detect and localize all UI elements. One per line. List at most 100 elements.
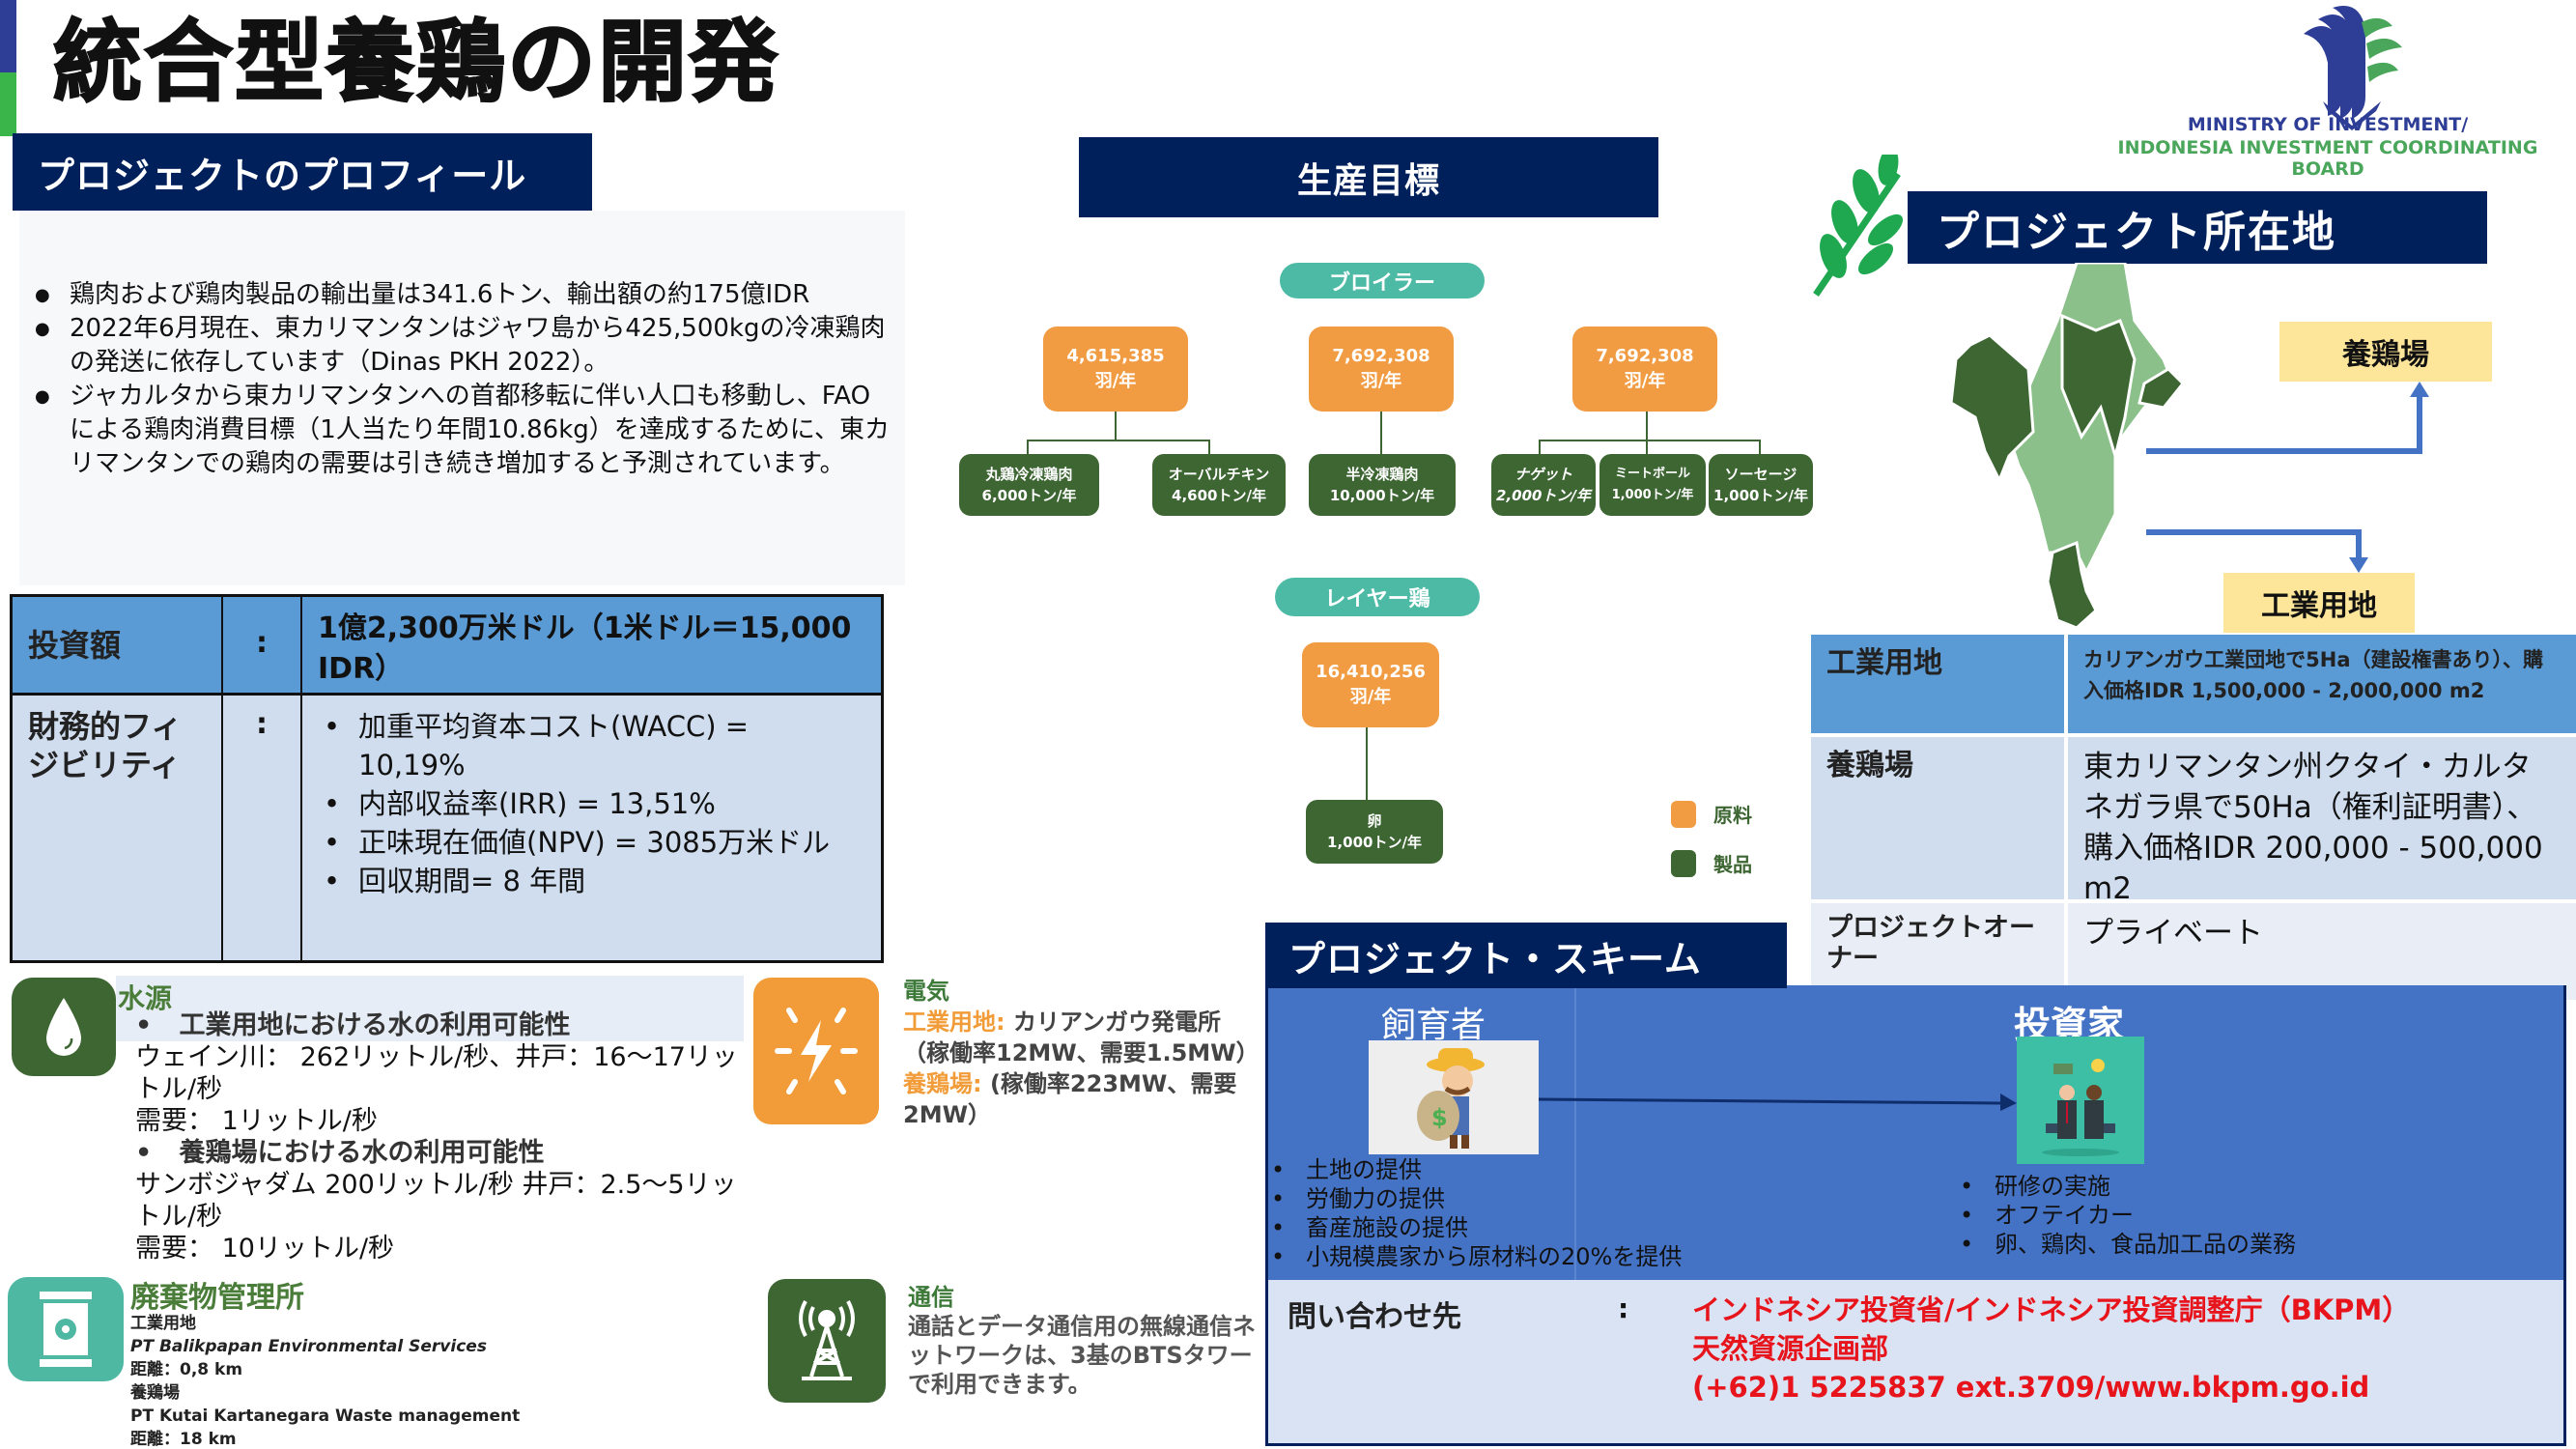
breeder-title: 飼育者 bbox=[1381, 1006, 1486, 1045]
breeder-item: 小規模農家から原材料の20%を提供 bbox=[1267, 1242, 1682, 1271]
east-kalimantan-map bbox=[1949, 263, 2186, 630]
contact-label: 問い合わせ先 bbox=[1288, 1300, 1461, 1334]
waste-line: 距離：0,8 km bbox=[130, 1360, 243, 1379]
waste-barrel-icon bbox=[8, 1277, 124, 1381]
feasibility-item-payback: 回収期間= 8 年間 bbox=[318, 862, 865, 900]
connector-line bbox=[1539, 440, 1759, 441]
waste-title: 廃棄物管理所 bbox=[130, 1281, 304, 1315]
contact-org: インドネシア投資省/インドネシア投資調整庁（BKPM） bbox=[1692, 1293, 2411, 1326]
breeder-list: 土地の提供 労働力の提供 畜産施設の提供 小規模農家から原材料の20%を提供 bbox=[1267, 1155, 1682, 1271]
waste-line: 養鶏場 bbox=[130, 1383, 180, 1403]
page-title: 統合型養鶏の開発 bbox=[52, 10, 780, 115]
waste-line: PT Kutai Kartanegara Waste management bbox=[130, 1406, 521, 1426]
feasibility-label-cell: 財務的フィジビリティ bbox=[13, 696, 223, 960]
investor-item: オフテイカー bbox=[1956, 1201, 2296, 1230]
feasibility-item-npv: 正味現在価値(NPV) = 3085万米ドル bbox=[318, 823, 865, 862]
production-legend: 原料 製品 bbox=[1671, 800, 1752, 898]
waste-line: 工業用地 bbox=[130, 1314, 196, 1333]
electricity-title: 電気 bbox=[903, 978, 949, 1005]
water-body: • 工業用地における水の利用可能性 ウェイン川： 262リットル/秒、井戸：16… bbox=[135, 1009, 753, 1264]
map-arrow-farm bbox=[2146, 382, 2429, 454]
location-label-farm: 養鶏場 bbox=[1811, 737, 2064, 899]
breeder-item: 土地の提供 bbox=[1267, 1155, 1682, 1184]
waste-line: 距離：18 km bbox=[130, 1430, 237, 1449]
accent-bar-green bbox=[0, 72, 16, 136]
water-line: ウェイン川： 262リットル/秒、井戸：16～17リットル/秒 bbox=[135, 1042, 738, 1104]
farmer-illustration-icon: $ bbox=[1369, 1040, 1539, 1154]
contact-dept: 天然資源企画部 bbox=[1692, 1332, 1889, 1365]
connector-line bbox=[1208, 440, 1210, 455]
map-tag-farm: 養鶏場 bbox=[2279, 322, 2492, 382]
leaf-branch-icon bbox=[1813, 155, 1904, 297]
contact-info: インドネシア投資省/インドネシア投資調整庁（BKPM） 天然資源企画部 (+62… bbox=[1692, 1291, 2410, 1406]
scheme-arrow-icon bbox=[1539, 1094, 2017, 1111]
feasibility-item-irr: 内部収益率(IRR) = 13,51% bbox=[318, 784, 865, 823]
ministry-logo-icon bbox=[2304, 5, 2402, 130]
svg-text:$: $ bbox=[1431, 1104, 1448, 1131]
contact-phone-web-link[interactable]: (+62)1 5225837 ext.3709/www.bkpm.go.id bbox=[1692, 1371, 2370, 1404]
location-value-owner: プライベート bbox=[2068, 903, 2576, 1000]
legend-swatch-raw bbox=[1671, 800, 1696, 828]
legend-swatch-product bbox=[1671, 849, 1696, 877]
profile-header: プロジェクトのプロフィール bbox=[13, 133, 592, 211]
feasibility-label: 財務的フィジビリティ bbox=[28, 708, 183, 783]
breeder-item: 畜産施設の提供 bbox=[1267, 1213, 1682, 1242]
breeder-item: 労働力の提供 bbox=[1267, 1184, 1682, 1213]
contact-box bbox=[1265, 1280, 2566, 1446]
legend-item-product: 製品 bbox=[1671, 849, 1752, 877]
logo-text-board: INDONESIA INVESTMENT COORDINATING BOARD bbox=[2117, 137, 2538, 180]
map-tag-industrial: 工業用地 bbox=[2223, 573, 2415, 633]
water-line: サンボジャダム 200リットル/秒 井戸：2.5～5リットル/秒 bbox=[135, 1170, 737, 1232]
accent-bar-blue bbox=[0, 0, 16, 72]
profile-bullet: ジャカルタから東カリマンタンへの首都移転に伴い人口も移動し、FAOによる鶏肉消費… bbox=[29, 380, 895, 481]
connector-line bbox=[1380, 412, 1382, 454]
legend-item-raw: 原料 bbox=[1671, 800, 1752, 828]
investor-list: 研修の実施 オフテイカー 卵、鶏肉、食品加工品の業務 bbox=[1956, 1172, 2296, 1259]
investment-value: 1億2,300万米ドル（1米ドル＝15,000 IDR） bbox=[318, 611, 852, 686]
water-section-heading: • 養鶏場における水の利用可能性 bbox=[135, 1138, 545, 1168]
scheme-header: プロジェクト・スキーム bbox=[1265, 923, 1787, 988]
location-table: 工業用地 カリアンガウ工業団地で5Ha（建設権書あり）、購入価格IDR 1,50… bbox=[1811, 635, 2576, 1000]
location-value-industrial: カリアンガウ工業団地で5Ha（建設権書あり）、購入価格IDR 1,500,000… bbox=[2068, 635, 2576, 733]
profile-bullet: 鶏肉および鶏肉製品の輸出量は341.6トン、輸出額の約175億IDR bbox=[29, 278, 895, 312]
investment-label-cell: 投資額 bbox=[13, 597, 223, 696]
water-title: 水源 bbox=[118, 982, 173, 1014]
lightning-icon bbox=[753, 978, 879, 1124]
connector-line bbox=[1366, 727, 1368, 801]
contact-colon: : bbox=[1618, 1293, 1629, 1324]
water-line: 需要： 1リットル/秒 bbox=[135, 1106, 378, 1136]
connector-line bbox=[1539, 440, 1541, 455]
connector-line bbox=[1027, 440, 1208, 441]
profile-box: 鶏肉および鶏肉製品の輸出量は341.6トン、輸出額の約175億IDR 2022年… bbox=[19, 211, 905, 585]
telecom-title: 通信 bbox=[908, 1284, 954, 1311]
electricity-industrial: 工業用地: カリアンガウ発電所（稼働率12MW、需要1.5MW） bbox=[903, 1009, 1260, 1066]
broiler-pill: ブロイラー bbox=[1280, 263, 1485, 298]
water-line: 需要： 10リットル/秒 bbox=[135, 1234, 395, 1264]
water-drop-icon bbox=[12, 978, 116, 1076]
investor-item: 研修の実施 bbox=[1956, 1172, 2296, 1201]
connector-line bbox=[1115, 412, 1117, 440]
cell-tower-icon bbox=[768, 1279, 886, 1403]
connector-line bbox=[1646, 412, 1648, 454]
production-header: 生産目標 bbox=[1079, 137, 1658, 217]
feasibility-list: 加重平均資本コスト(WACC) = 10,19% 内部収益率(IRR) = 13… bbox=[318, 707, 865, 900]
location-label-owner: プロジェクトオーナー bbox=[1811, 903, 2064, 1000]
investor-item: 卵、鶏肉、食品加工品の業務 bbox=[1956, 1230, 2296, 1259]
scheme-divider bbox=[1574, 985, 1576, 1283]
layer-pill: レイヤー鶏 bbox=[1275, 578, 1480, 616]
telecom-text: 通信 通話とデータ通信用の無線通信ネットワークは、3基のBTSタワーで利用できま… bbox=[908, 1283, 1256, 1399]
logo-text-ministry: MINISTRY OF INVESTMENT/ bbox=[2187, 114, 2469, 135]
water-section-heading: • 工業用地における水の利用可能性 bbox=[135, 1010, 571, 1040]
connector-line bbox=[1027, 440, 1029, 455]
feasibility-value-cell: 加重平均資本コスト(WACC) = 10,19% 内部収益率(IRR) = 13… bbox=[302, 696, 881, 960]
investment-table: 投資額 : 1億2,300万米ドル（1米ドル＝15,000 IDR） 財務的フィ… bbox=[10, 594, 884, 963]
